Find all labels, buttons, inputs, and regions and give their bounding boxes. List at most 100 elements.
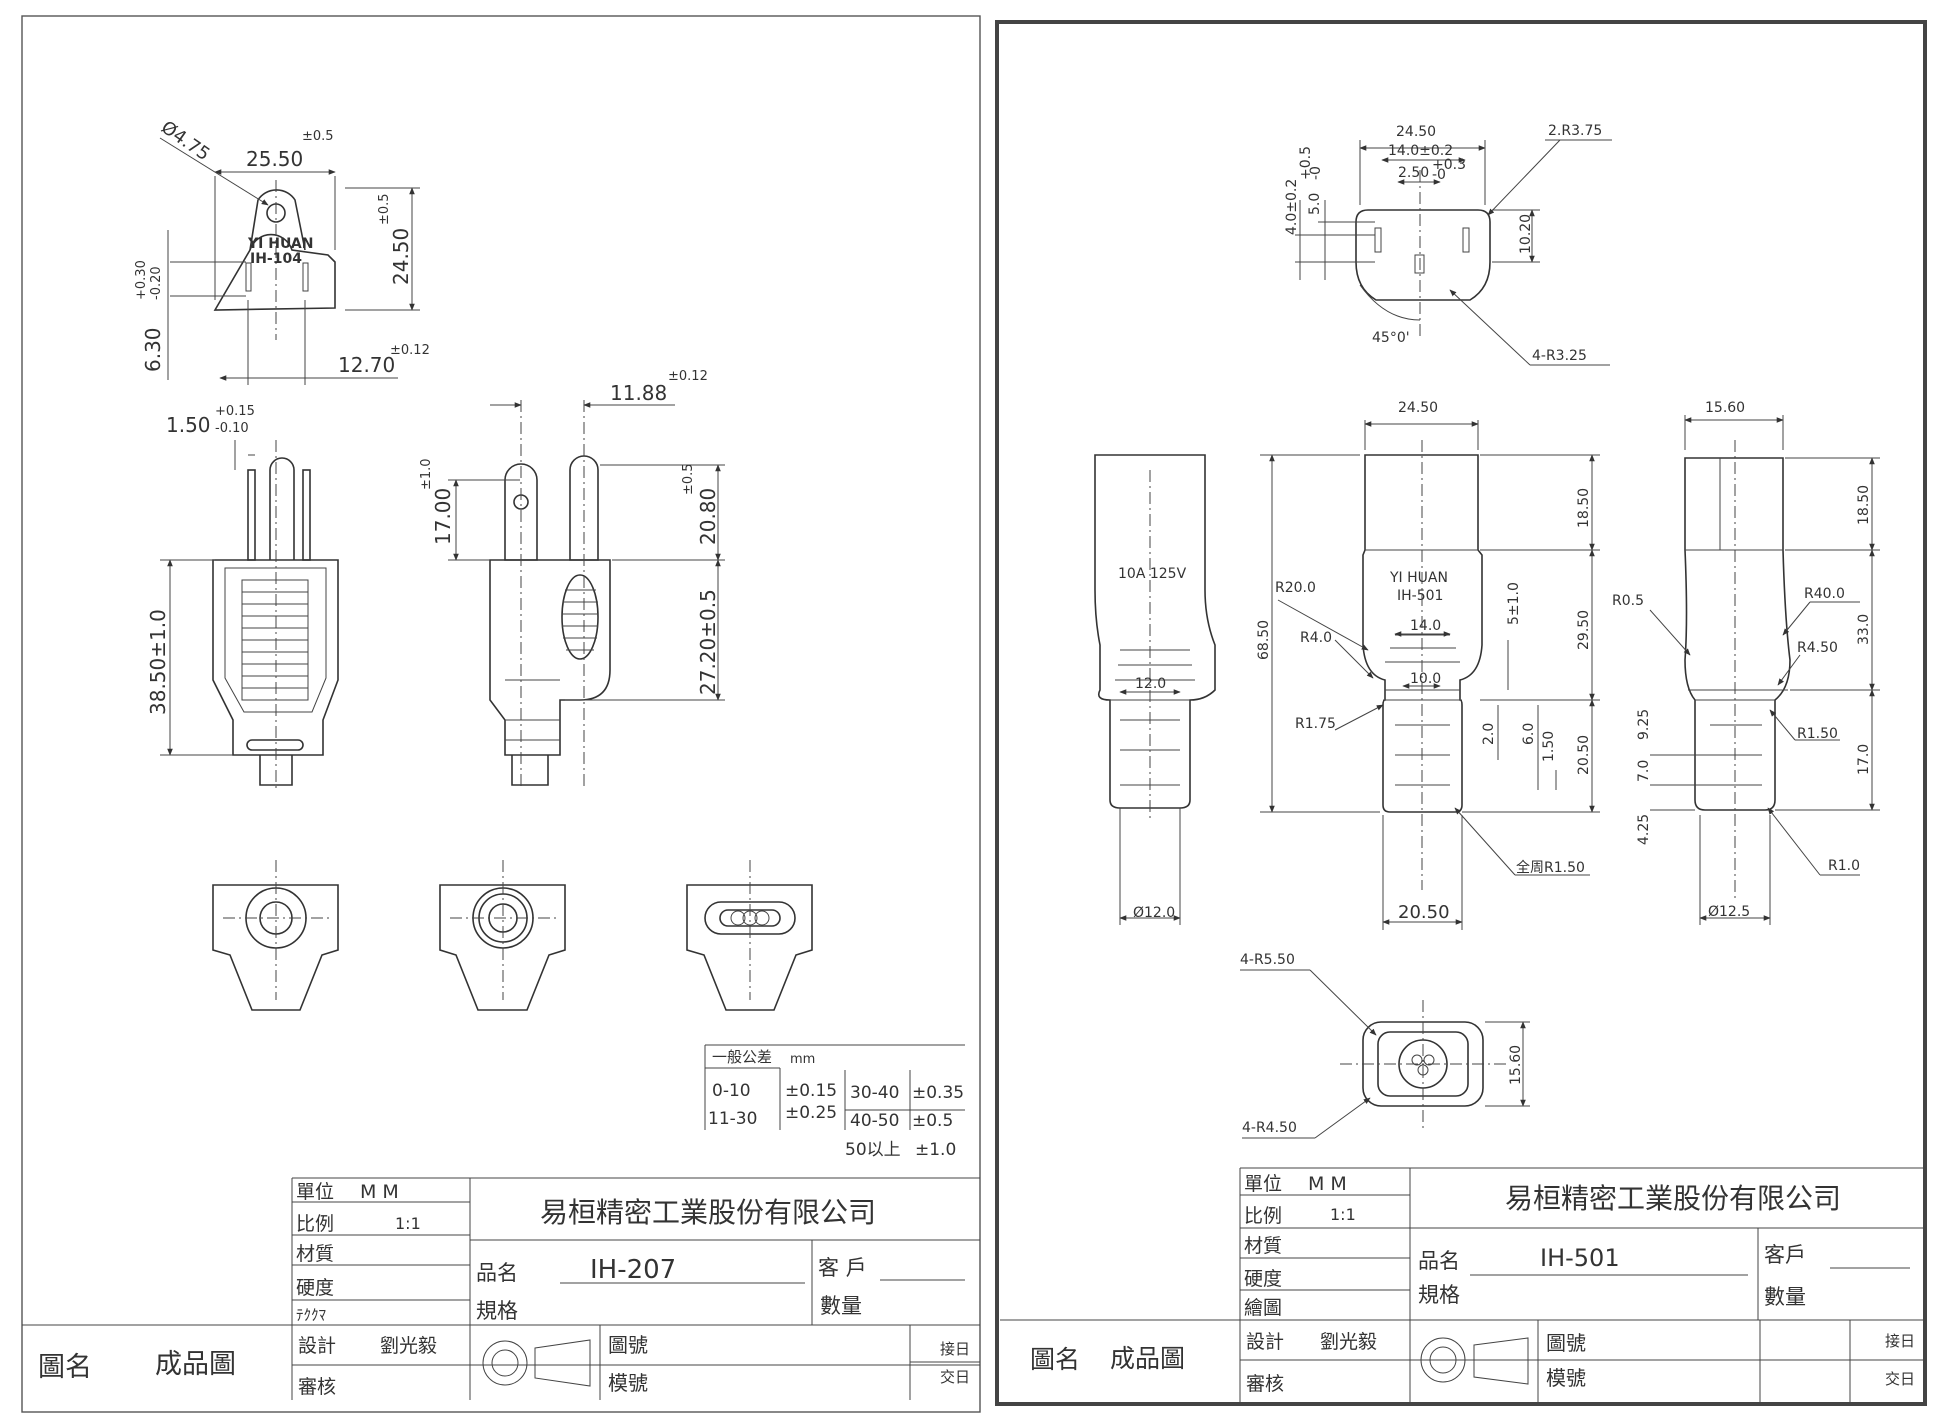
r-dim-small-d: 1.50: [1541, 731, 1557, 762]
r-dim-bot-h: 20.50: [1576, 735, 1592, 775]
tol-row4-range: 40-50: [850, 1111, 899, 1131]
lt-qty-label: 數量: [820, 1294, 862, 1318]
rt-unit-label: 單位: [1244, 1173, 1282, 1195]
left-dim-pin-thick-tol-minus: -0.10: [215, 421, 249, 436]
left-dim-body-h: 27.20±0.5: [696, 589, 720, 695]
r-dim-side-c: 4.25: [1636, 814, 1652, 845]
rt-scale-label: 比例: [1244, 1205, 1282, 1227]
left-front-plug-view: 1.50 +0.15 -0.10 38.50±1.0: [146, 404, 339, 790]
right-left-side-view: 10A 125V 12.0 Ø12.0: [1094, 454, 1216, 925]
r-dim-side-a: 9.25: [1636, 709, 1652, 740]
rt-designer: 劉光毅: [1320, 1331, 1377, 1353]
right-bottom-face-view: 4-R5.50 4-R4.50 15.60: [1240, 952, 1530, 1139]
r-dim-small-b: 2.0: [1481, 723, 1497, 745]
r-dim-side-width: 15.60: [1705, 400, 1745, 416]
r-dim-left-v1: 4.0±0.2: [1284, 179, 1300, 235]
lt-projection-symbol: [482, 1339, 591, 1387]
r-dim-face-r1: 4-R5.50: [1240, 952, 1295, 968]
lt-review-label: 審核: [298, 1376, 336, 1398]
tol-unit: mm: [790, 1052, 815, 1067]
left-dim-pin-spacing-tol: ±0.12: [390, 343, 430, 358]
tol-row5-tol: ±1.0: [915, 1140, 956, 1160]
r-dim-corner-r2: 4-R3.25: [1532, 348, 1587, 364]
r-dim-right-v: 10.20: [1518, 214, 1534, 254]
r-dim-side-top-h: 18.50: [1856, 485, 1872, 525]
lt-drawing-name-value: 成品圖: [155, 1349, 236, 1380]
r-dim-total-h: 68.50: [1256, 620, 1272, 660]
rt-design-label: 設計: [1246, 1331, 1284, 1353]
lt-scale-value: 1:1: [395, 1214, 421, 1233]
r-dim-inner-w1: 14.0: [1410, 618, 1441, 634]
lt-scale-label: 比例: [296, 1213, 334, 1235]
tol-row5-range: 50以上: [845, 1140, 901, 1160]
lt-deliver-label: 交日: [940, 1368, 970, 1386]
left-tolerance-table: 一般公差 mm 0-10 ±0.15 11-30 ±0.25 30-40 ±0.…: [704, 1044, 965, 1160]
r-dim-r05: R0.5: [1612, 593, 1644, 609]
rt-deliver-label: 交日: [1885, 1370, 1915, 1388]
left-dim-width: 25.50: [246, 147, 303, 171]
lt-misc-label: ﾃｸｸﾏ: [296, 1306, 327, 1324]
right-side-view: 15.60 18.50 33.0 17.0 9.25 7.0 4.25 R0.5…: [1612, 400, 1880, 925]
r-dim-left-dia: Ø12.0: [1133, 905, 1175, 921]
left-dim-pin-spacing: 12.70: [338, 353, 395, 377]
lt-mold-no-label: 模號: [608, 1371, 648, 1395]
left-dim-width-tol: ±0.5: [302, 129, 334, 144]
left-dim-pin-off: 6.30: [141, 327, 165, 372]
r-dim-top-width: 24.50: [1396, 124, 1436, 140]
rt-drawing-name-value: 成品圖: [1110, 1344, 1185, 1373]
left-dim-body-len: 38.50±1.0: [146, 609, 170, 715]
lt-drawing-name-label: 圖名: [38, 1352, 92, 1383]
r-dim-left-inner-w: 12.0: [1135, 676, 1166, 692]
r-dim-angle: 45°0': [1372, 330, 1410, 346]
rt-mold-no-label: 模號: [1546, 1366, 1586, 1390]
r-dim-r10: R1.0: [1828, 858, 1860, 874]
tol-row3-tol: ±0.35: [912, 1083, 964, 1103]
lt-unit-label: 單位: [296, 1181, 334, 1203]
tol-row2-tol: ±0.25: [785, 1103, 837, 1123]
left-top-plug-view: YI HUAN IH-104 25.50 ±0.5 Ø4.75 24.50 ±0…: [134, 117, 430, 385]
r-dim-left-v2-tol-minus: -0: [1308, 166, 1324, 180]
left-dim-pin-thick: 1.50: [166, 413, 211, 437]
rt-drawn-label: 繪圖: [1244, 1297, 1282, 1319]
tol-row4-tol: ±0.5: [912, 1111, 953, 1131]
lt-drawing-no-label: 圖號: [608, 1333, 648, 1357]
rt-review-label: 審核: [1246, 1373, 1284, 1395]
rt-spec-label: 規格: [1418, 1283, 1460, 1307]
lt-designer: 劉光毅: [380, 1335, 437, 1357]
r-dim-side-bot-h: 17.0: [1856, 744, 1872, 775]
lt-unit-value: M M: [360, 1181, 399, 1203]
r-dim-r-all: 全周R1.50: [1516, 859, 1585, 876]
r-dim-right-dia: Ø12.5: [1708, 904, 1750, 920]
r-dim-r450: R4.50: [1797, 640, 1838, 656]
rt-hardness-label: 硬度: [1244, 1268, 1282, 1290]
left-plug-brand: YI HUAN: [247, 236, 313, 252]
left-plug-model: IH-104: [250, 251, 302, 267]
rt-scale-value: 1:1: [1330, 1205, 1356, 1224]
left-dim-pin-gap-tol: ±0.12: [668, 369, 708, 384]
right-title-block: 單位 M M 比例 1:1 材質 硬度 繪圖 設計 劉光毅 審核 易桓精密工業股…: [1000, 1167, 1925, 1404]
r-dim-top-h: 18.50: [1576, 488, 1592, 528]
r-dim-face-h: 15.60: [1508, 1045, 1524, 1085]
tol-row1-range: 0-10: [712, 1081, 751, 1101]
right-sheet: 24.50 14.0±0.2 2.50 +0.3 -0 2.R3.75 4.0±…: [995, 20, 1927, 1406]
rt-projection-symbol: [1420, 1337, 1529, 1385]
rt-part-label: 品名: [1418, 1249, 1460, 1273]
rt-drawing-no-label: 圖號: [1546, 1331, 1586, 1355]
left-dim-height: 24.50: [389, 228, 413, 285]
r-dim-small-a: 5±1.0: [1506, 582, 1522, 625]
left-side-plug-view: 11.88 ±0.12 17.00 ±1.0 20.80 ±0.5 27.20±…: [419, 369, 725, 790]
r-dim-top-inner: 14.0±0.2: [1388, 143, 1453, 159]
r-dim-r4: R4.0: [1300, 630, 1332, 646]
rt-customer-label: 客戶: [1764, 1243, 1806, 1267]
right-top-face-view: 24.50 14.0±0.2 2.50 +0.3 -0 2.R3.75 4.0±…: [1284, 123, 1612, 366]
lt-design-label: 設計: [298, 1335, 336, 1357]
left-dim-pin-h1-tol: ±1.0: [419, 458, 434, 490]
r-dim-r20: R20.0: [1275, 580, 1316, 596]
r-dim-face-r2: 4-R4.50: [1242, 1120, 1297, 1136]
r-plug-model: IH-501: [1397, 588, 1443, 604]
r-dim-side-mid-h: 33.0: [1856, 614, 1872, 645]
lt-company: 易桓精密工業股份有限公司: [540, 1196, 876, 1229]
left-dim-pin-h2: 20.80: [696, 488, 720, 545]
r-dim-inner-w2: 10.0: [1410, 671, 1441, 687]
left-dim-pin-gap: 11.88: [610, 381, 667, 405]
